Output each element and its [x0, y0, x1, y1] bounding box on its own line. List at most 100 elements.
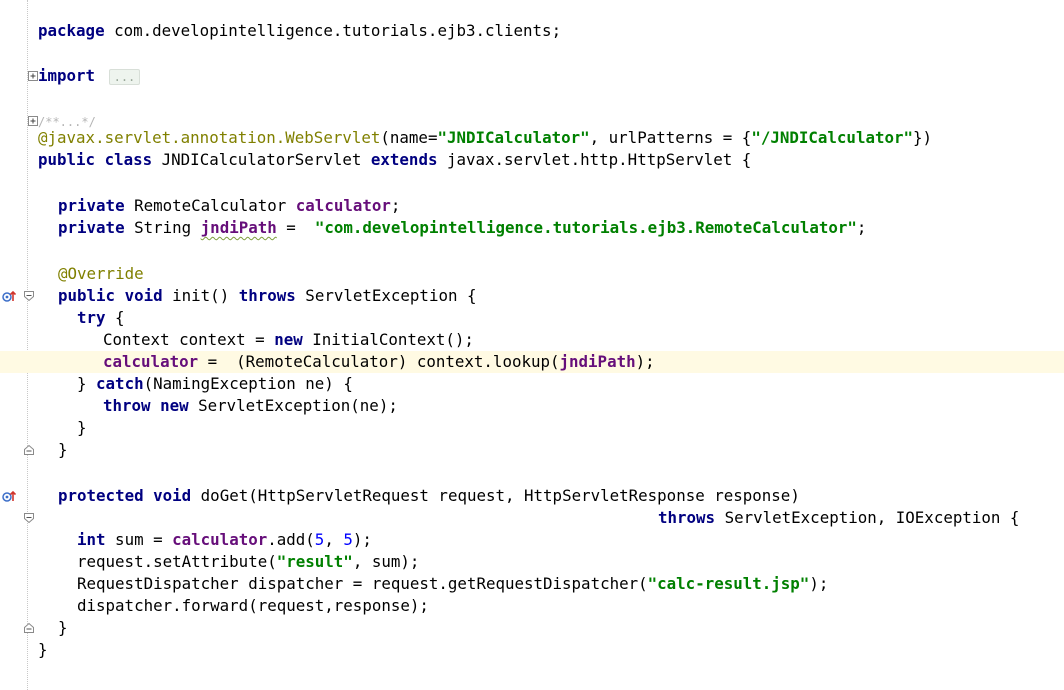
code-text: );: [352, 530, 372, 549]
line-text: }: [77, 417, 87, 439]
line-text: package com.developintelligence.tutorial…: [38, 20, 561, 42]
line-text: calculator = (RemoteCalculator) context.…: [103, 351, 655, 373]
code-text: String: [124, 218, 201, 237]
code-text: }: [58, 618, 68, 637]
line-text: request.setAttribute("result", sum);: [77, 551, 419, 573]
code-line-17: protected void doGet(HttpServletRequest …: [0, 485, 1064, 507]
line-text: RequestDispatcher dispatcher = request.g…: [77, 573, 828, 595]
field-name: calculator: [295, 196, 391, 215]
string-literal: "com.developintelligence.tutorials.ejb3.…: [314, 218, 857, 237]
code-text: javax.servlet.http.HttpServlet {: [437, 150, 752, 169]
code-text: Context context =: [103, 330, 275, 349]
keyword: throws: [238, 286, 296, 305]
keyword: extends: [370, 150, 438, 169]
code-text: {: [105, 308, 125, 327]
code-text: }: [77, 374, 97, 393]
code-text: RemoteCalculator: [124, 196, 296, 215]
keyword: private: [58, 218, 125, 237]
code-line-16: }: [0, 439, 1064, 461]
code-text: InitialContext();: [302, 330, 474, 349]
code-text: init(): [162, 286, 239, 305]
line-text: throw new ServletException(ne);: [103, 395, 398, 417]
override-method-icon[interactable]: [2, 289, 16, 303]
string-literal: "JNDICalculator": [437, 128, 590, 147]
code-line-5: public class JNDICalculatorServlet exten…: [0, 149, 1064, 171]
line-text: private String jndiPath = "com.developin…: [58, 217, 866, 239]
code-line-11: Context context = new InitialContext();: [0, 329, 1064, 351]
code-text: (name=: [380, 128, 438, 147]
line-text: @Override: [58, 263, 144, 285]
code-line-21: RequestDispatcher dispatcher = request.g…: [0, 573, 1064, 595]
line-text: Context context = new InitialContext();: [103, 329, 474, 351]
field-name: jndiPath: [200, 218, 277, 237]
line-text: public void init() throws ServletExcepti…: [58, 285, 477, 307]
keyword: try: [77, 308, 106, 327]
code-line-22: dispatcher.forward(request,response);: [0, 595, 1064, 617]
code-text: }: [77, 418, 87, 437]
folded-region[interactable]: ...: [108, 69, 141, 85]
line-text: import ...: [38, 65, 141, 87]
code-text: .add(: [267, 530, 315, 549]
code-text: ServletException, IOException {: [715, 508, 1020, 527]
code-text: doGet(HttpServletRequest request, HttpSe…: [191, 486, 800, 505]
annotation: @javax.servlet.annotation.WebServlet: [38, 128, 381, 147]
code-text: ServletException(ne);: [188, 396, 398, 415]
code-text: =: [276, 218, 315, 237]
fold-end-icon[interactable]: [23, 444, 35, 456]
number-literal: 5: [314, 530, 325, 549]
keyword: private: [58, 196, 125, 215]
line-text: int sum = calculator.add(5, 5);: [77, 529, 372, 551]
number-literal: 5: [343, 530, 353, 549]
field-name: jndiPath: [559, 352, 636, 371]
keyword: new: [274, 330, 303, 349]
keyword: int: [77, 530, 106, 549]
line-text: @javax.servlet.annotation.WebServlet(nam…: [38, 127, 932, 149]
keyword: public class: [38, 150, 153, 169]
code-text: }: [58, 440, 68, 459]
fold-start-icon[interactable]: [23, 290, 35, 302]
code-line-15: }: [0, 417, 1064, 439]
line-text: }: [58, 439, 68, 461]
fold-start-icon[interactable]: [23, 512, 35, 524]
code-line-10: try {: [0, 307, 1064, 329]
code-text: }: [38, 640, 48, 659]
keyword: protected void: [58, 486, 192, 505]
code-text: request.setAttribute(: [77, 552, 277, 571]
code-line-18: throws ServletException, IOException {: [0, 507, 1064, 529]
code-line-7: private String jndiPath = "com.developin…: [0, 217, 1064, 239]
fold-end-icon[interactable]: [23, 622, 35, 634]
code-text: }): [913, 128, 933, 147]
keyword: public void: [58, 286, 163, 305]
override-method-icon[interactable]: [2, 489, 16, 503]
code-line-20: request.setAttribute("result", sum);: [0, 551, 1064, 573]
code-line-3: /**...*/: [0, 110, 1064, 132]
folded-comment[interactable]: /**...*/: [38, 115, 96, 129]
code-text: ;: [856, 218, 867, 237]
code-text: = (RemoteCalculator) context.lookup(: [198, 352, 560, 371]
code-line-14: throw new ServletException(ne);: [0, 395, 1064, 417]
keyword: throw new: [103, 396, 189, 415]
keyword: package: [38, 21, 105, 40]
expand-fold-icon[interactable]: [28, 71, 38, 81]
keyword: catch: [96, 374, 144, 393]
code-text: dispatcher.forward(request,response);: [77, 596, 429, 615]
annotation: @Override: [58, 264, 144, 283]
line-text: public class JNDICalculatorServlet exten…: [38, 149, 751, 171]
code-text: );: [809, 574, 829, 593]
line-text: private RemoteCalculator calculator;: [58, 195, 400, 217]
code-line-24: }: [0, 639, 1064, 661]
code-line-9: public void init() throws ServletExcepti…: [0, 285, 1064, 307]
gutter-separator: [27, 0, 28, 690]
field-name: calculator: [103, 352, 199, 371]
code-text: RequestDispatcher dispatcher = request.g…: [77, 574, 648, 593]
code-text: JNDICalculatorServlet: [152, 150, 371, 169]
keyword: throws: [658, 508, 716, 527]
code-line-23: }: [0, 617, 1064, 639]
line-text: try {: [77, 307, 125, 329]
expand-fold-icon[interactable]: [28, 116, 38, 126]
code-line-8: @Override: [0, 263, 1064, 285]
code-text: );: [635, 352, 655, 371]
code-line-6: private RemoteCalculator calculator;: [0, 195, 1064, 217]
line-text: protected void doGet(HttpServletRequest …: [58, 485, 800, 507]
